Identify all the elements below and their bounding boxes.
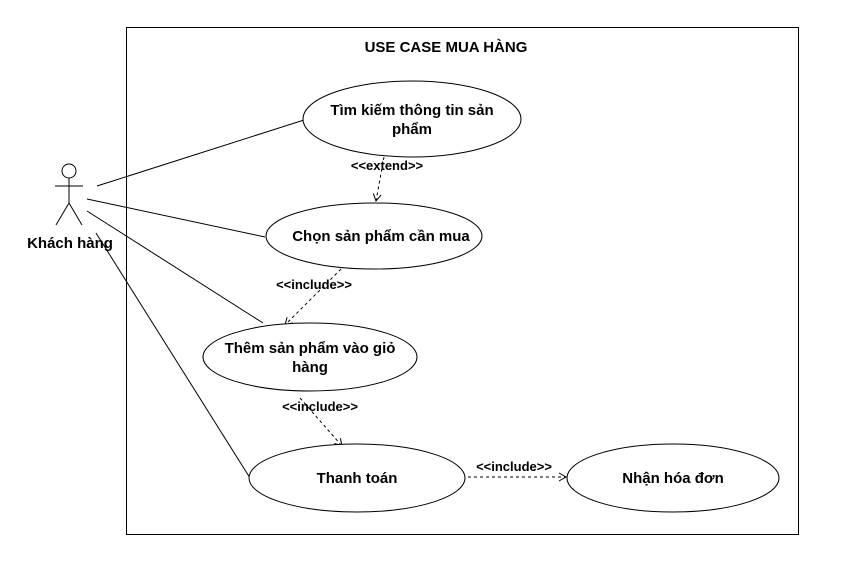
use-case-add-cart-line-2: hàng (292, 359, 328, 376)
use-case-select-line-1: Chọn sản phẩm cần mua (292, 228, 470, 245)
use-case-search-line-2: phẩm (392, 121, 432, 138)
use-case-payment: Thanh toán (248, 443, 466, 513)
use-case-invoice: Nhận hóa đơn (566, 443, 780, 513)
association-payment (95, 232, 251, 479)
use-case-payment-line-1: Thanh toán (317, 470, 398, 487)
use-case-search: Tìm kiếm thông tin sản phẩm (302, 80, 522, 158)
actor-figure (55, 163, 83, 226)
use-case-invoice-line-1: Nhận hóa đơn (622, 470, 724, 487)
include-label-select-add: <<include>> (276, 277, 352, 292)
extend-arrow-search-select (372, 156, 385, 202)
include-label-add-payment: <<include>> (282, 399, 358, 414)
system-title: USE CASE MUA HÀNG (365, 39, 528, 56)
association-add-cart (86, 210, 264, 324)
extend-label-search-select: <<extend>> (351, 158, 424, 173)
actor-label: Khách hàng (27, 235, 113, 252)
use-case-add-cart: Thêm sản phẩm vào giỏ hàng (202, 322, 418, 392)
include-label-payment-invoice: <<include>> (476, 459, 552, 474)
association-select (86, 198, 266, 238)
association-search (96, 119, 305, 187)
include-arrow-add-payment (299, 397, 343, 447)
include-arrow-select-add (284, 268, 342, 326)
use-case-add-cart-line-1: Thêm sản phẩm vào giỏ (225, 340, 396, 357)
use-case-search-line-1: Tìm kiếm thông tin sản (330, 102, 493, 119)
use-case-select: Chọn sản phẩm cần mua (265, 202, 483, 270)
